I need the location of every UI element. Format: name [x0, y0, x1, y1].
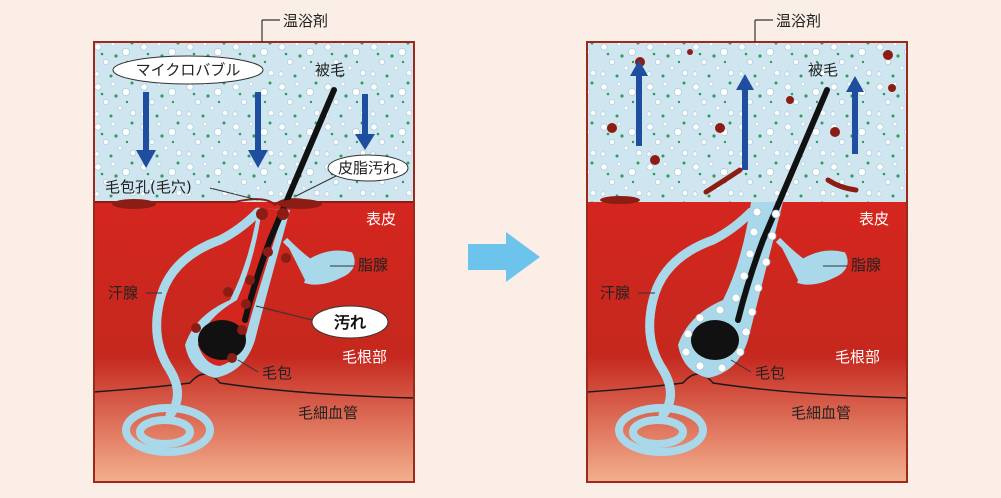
- sebaceous-gland: [282, 237, 355, 285]
- down-arrows: [136, 92, 375, 168]
- up-arrows: [630, 60, 864, 170]
- frame-after: [586, 41, 908, 483]
- frame-before: [93, 41, 415, 483]
- capillary-label-1: 毛細血管: [298, 404, 358, 422]
- hair-root-label-1: 毛根部: [342, 348, 387, 366]
- follicle-label-2: 毛包: [755, 364, 785, 382]
- follicle-label-1: 毛包: [262, 364, 292, 382]
- microbubble-label: マイクロバブル: [136, 61, 241, 79]
- hair-root-label-2: 毛根部: [835, 348, 880, 366]
- panel-after: 温浴剤 被毛 表皮 脂腺 汗腺 毛根部 毛包 毛細血管: [586, 12, 908, 483]
- sweat-gland-label-2: 汗腺: [600, 284, 630, 302]
- hair-bulb: [198, 320, 246, 360]
- dirt-particles: [112, 199, 322, 363]
- sebaceous-label-2: 脂腺: [851, 256, 881, 274]
- dirt-label: 汚れ: [334, 313, 366, 332]
- sweat-gland: [152, 207, 263, 420]
- transition-arrow: [468, 232, 540, 282]
- capillary-label-2: 毛細血管: [791, 404, 851, 422]
- bath-agent-label-2: 温浴剤: [776, 12, 821, 30]
- sweat-gland-coil: [122, 404, 214, 456]
- body-hair: [242, 87, 337, 323]
- sebaceous-label-1: 脂腺: [358, 256, 388, 274]
- bath-agent-label-1: 温浴剤: [283, 12, 328, 30]
- panel-before: 温浴剤 マイクロバブル 被毛 皮脂汚れ 毛包孔(毛穴) 表皮 脂腺 汗腺 汚れ …: [93, 12, 415, 483]
- epidermis-label-1: 表皮: [366, 210, 396, 228]
- epidermis-label-2: 表皮: [859, 210, 889, 228]
- sweat-gland-label-1: 汗腺: [108, 284, 138, 302]
- floating-dirt: [600, 49, 896, 204]
- body-hair-label-1: 被毛: [315, 61, 345, 79]
- sebum-dirt-label: 皮脂汚れ: [338, 159, 398, 177]
- follicle-pore-label: 毛包孔(毛穴): [105, 178, 192, 196]
- body-hair-label-2: 被毛: [808, 61, 838, 79]
- follicle-bubbles: [681, 207, 781, 373]
